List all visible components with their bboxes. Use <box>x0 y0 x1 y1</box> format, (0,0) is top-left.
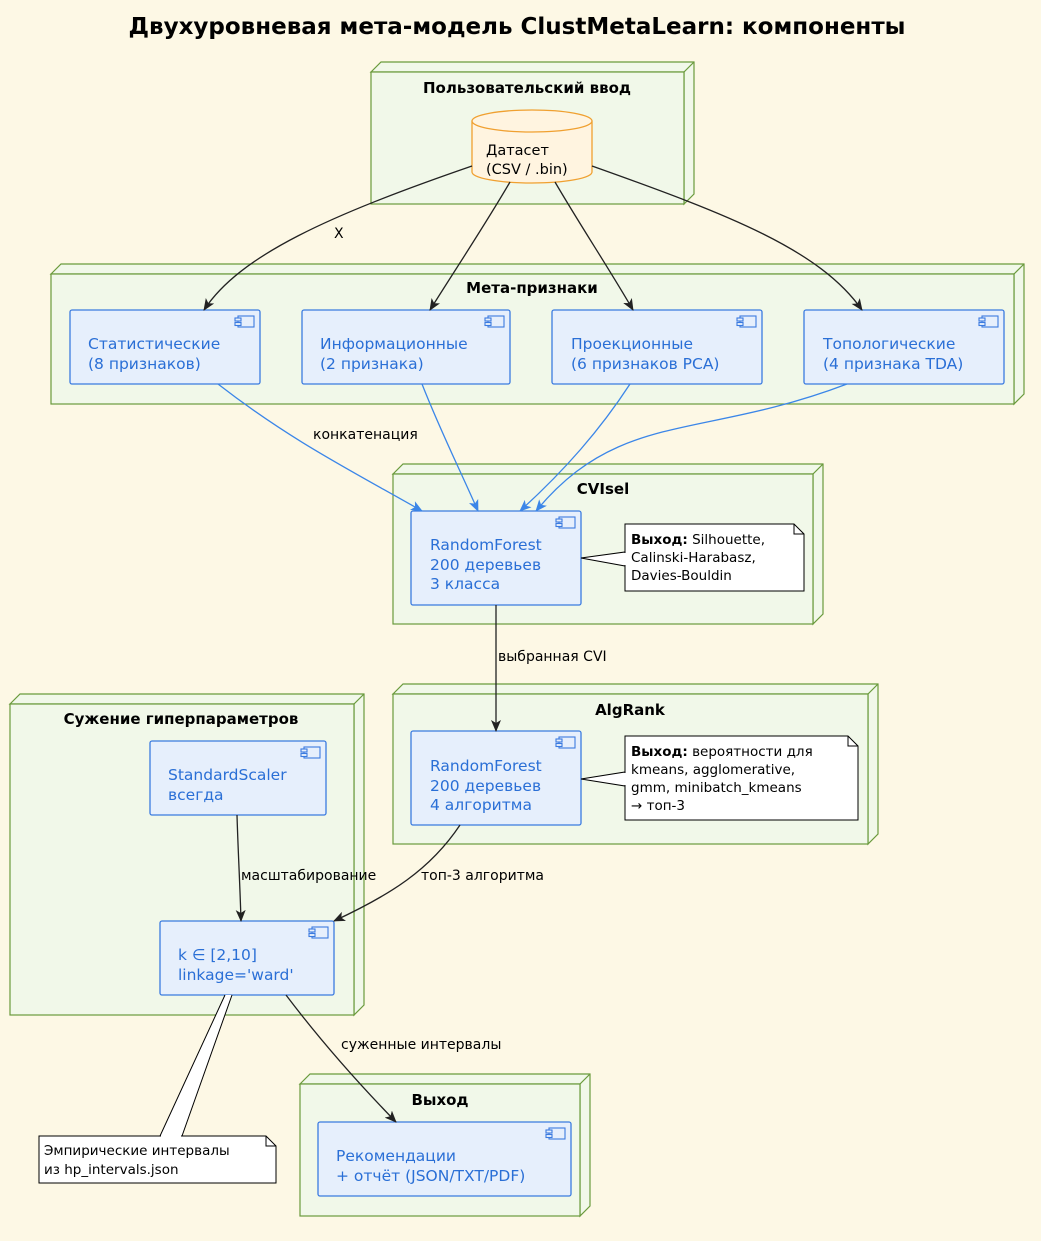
edge-algrank-to-params <box>333 824 461 922</box>
edge-label-top3: топ-3 алгоритма <box>421 868 544 884</box>
node-title-meta: Мета-признаки <box>466 279 598 297</box>
note-hp-line2: из hp_intervals.json <box>44 1162 179 1178</box>
node-title-cvisel: CVIsel <box>577 480 629 498</box>
component-icon <box>300 746 321 759</box>
component-hp-params: k ∈ [2,10] linkage='ward' <box>159 920 335 996</box>
component-icon <box>308 926 329 939</box>
note-cvisel-line2: Calinski-Harabasz, <box>631 550 756 566</box>
node-title-input: Пользовательский ввод <box>423 79 631 97</box>
component-projection-count: (6 признаков PCA) <box>571 355 719 373</box>
edge-informational-to-cvisel <box>421 383 479 512</box>
note-cvisel-output: Выход: Silhouette, Calinski-Harabasz, Da… <box>580 523 805 592</box>
params-k-range: k ∈ [2,10] <box>178 946 257 964</box>
note-algrank-line1: Выход: вероятности для <box>631 744 813 760</box>
component-projection: Проекционные (6 признаков PCA) <box>551 309 763 385</box>
component-informational-count: (2 признака) <box>320 355 424 373</box>
note-algrank-line4: → топ-3 <box>631 798 685 814</box>
component-projection-name: Проекционные <box>571 335 693 353</box>
scaler-name: StandardScaler <box>168 766 287 784</box>
component-icon <box>555 516 576 529</box>
cvisel-rf-classes: 3 класса <box>430 575 500 593</box>
params-linkage: linkage='ward' <box>178 966 294 984</box>
edge-label-narrowed: суженные интервалы <box>341 1037 501 1053</box>
component-informational: Информационные (2 признака) <box>301 309 511 385</box>
edge-statistical-to-cvisel <box>217 383 423 512</box>
rec-name: Рекомендации <box>336 1147 456 1165</box>
edge-dataset-to-statistical <box>203 165 473 311</box>
component-standard-scaler: StandardScaler всегда <box>149 740 327 816</box>
note-algrank-line3: gmm, minibatch_kmeans <box>631 780 802 796</box>
edge-topological-to-cvisel <box>535 383 848 512</box>
dataset-format: (CSV / .bin) <box>486 162 568 178</box>
component-topological-count: (4 признака TDA) <box>823 355 963 373</box>
component-icon <box>484 315 505 328</box>
component-statistical-count: (8 признаков) <box>88 355 201 373</box>
component-icon <box>736 315 757 328</box>
component-recommendations: Рекомендации + отчёт (JSON/TXT/PDF) <box>317 1121 572 1197</box>
component-icon <box>234 315 255 328</box>
note-cvisel-line1: Выход: Silhouette, <box>631 532 765 548</box>
edge-label-concat: конкатенация <box>313 427 418 443</box>
edge-label-scaling: масштабирование <box>241 868 376 884</box>
component-topological: Топологические (4 признака TDA) <box>803 309 1005 385</box>
edge-scaler-to-params <box>235 814 246 922</box>
component-statistical-name: Статистические <box>88 335 220 353</box>
dataset-database: Датасет (CSV / .bin) <box>471 109 593 184</box>
note-algrank-output: Выход: вероятности для kmeans, agglomera… <box>580 735 859 821</box>
edge-dataset-to-informational <box>429 181 511 311</box>
algrank-rf-trees: 200 деревьев <box>430 777 541 795</box>
note-cvisel-line3: Davies-Bouldin <box>631 568 732 584</box>
rec-report: + отчёт (JSON/TXT/PDF) <box>336 1167 525 1185</box>
scaler-mode: всегда <box>168 786 224 804</box>
algrank-rf-algos: 4 алгоритма <box>430 796 532 814</box>
node-title-algrank: AlgRank <box>595 701 666 719</box>
algrank-rf-name: RandomForest <box>430 757 542 775</box>
note-hp-line1: Эмпирические интервалы <box>44 1143 230 1159</box>
component-statistical: Статистические (8 признаков) <box>69 309 261 385</box>
component-informational-name: Информационные <box>320 335 468 353</box>
component-icon <box>978 315 999 328</box>
edge-params-to-output <box>285 994 397 1123</box>
note-algrank-line2: kmeans, agglomerative, <box>631 762 795 778</box>
edge-projection-to-cvisel <box>519 383 631 512</box>
edge-dataset-to-projection <box>554 181 634 311</box>
component-icon <box>555 736 576 749</box>
node-title-output: Выход <box>411 1091 468 1109</box>
dataset-label: Датасет <box>486 143 549 159</box>
cvisel-rf-trees: 200 деревьев <box>430 556 541 574</box>
component-topological-name: Топологические <box>822 335 955 353</box>
diagram-title: Двухуровневая мета-модель ClustMetaLearn… <box>129 14 906 40</box>
edge-dataset-to-topological <box>591 165 863 311</box>
component-icon <box>545 1127 566 1140</box>
edge-label-x: X <box>334 226 344 242</box>
edge-label-cvi: выбранная CVI <box>498 649 607 665</box>
node-title-hp: Сужение гиперпараметров <box>64 710 299 728</box>
cvisel-rf-name: RandomForest <box>430 536 542 554</box>
note-hp-intervals: Эмпирические интервалы из hp_intervals.j… <box>38 994 277 1184</box>
component-algrank-randomforest: RandomForest 200 деревьев 4 алгоритма <box>410 730 582 826</box>
component-cvisel-randomforest: RandomForest 200 деревьев 3 класса <box>410 510 582 606</box>
